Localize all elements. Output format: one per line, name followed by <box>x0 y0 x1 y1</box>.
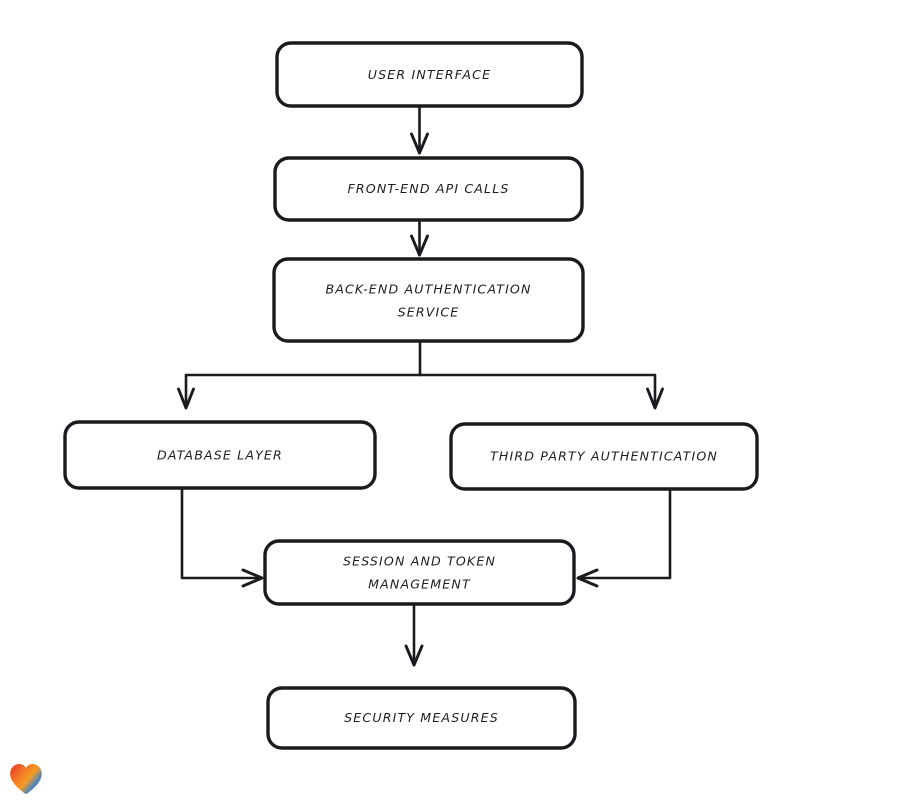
edge-thirdparty-to-session <box>576 487 672 588</box>
node-label-front-end-api-calls: FRONT-END API CALLS <box>347 181 509 196</box>
node-box-user-interface[interactable] <box>275 41 584 108</box>
node-label-third-party-auth: THIRD PARTY AUTHENTICATION <box>490 449 718 464</box>
node-box-back-end-auth-service[interactable] <box>272 257 585 343</box>
node-third-party-auth[interactable]: THIRD PARTY AUTHENTICATION <box>449 422 759 491</box>
node-front-end-api-calls[interactable]: FRONT-END API CALLS <box>273 156 584 222</box>
node-layer: USER INTERFACE FRONT-END API CALLS BACK-… <box>63 41 759 750</box>
node-label-session-token-mgmt-line2: MANAGEMENT <box>368 577 471 592</box>
node-box-third-party-auth[interactable] <box>449 422 759 491</box>
edge-backend-to-thirdparty <box>418 373 664 410</box>
node-label-back-end-auth-service-line2: SERVICE <box>398 305 460 320</box>
edge-layer <box>177 104 672 667</box>
edge-ui-to-api <box>410 104 429 155</box>
heart-icon <box>10 764 42 795</box>
edge-backend-to-database <box>177 339 422 410</box>
node-label-session-token-mgmt-line1: SESSION AND TOKEN <box>343 554 496 569</box>
node-user-interface[interactable]: USER INTERFACE <box>275 41 584 108</box>
node-label-security-measures: SECURITY MEASURES <box>344 710 499 725</box>
edge-api-to-backend <box>410 218 429 257</box>
edge-database-to-session <box>180 486 264 588</box>
node-box-front-end-api-calls[interactable] <box>273 156 584 222</box>
node-label-user-interface: USER INTERFACE <box>368 67 491 82</box>
node-session-token-mgmt[interactable]: SESSION AND TOKEN MANAGEMENT <box>263 539 576 606</box>
node-label-database-layer: DATABASE LAYER <box>157 448 283 463</box>
node-box-security-measures[interactable] <box>266 686 577 750</box>
node-database-layer[interactable]: DATABASE LAYER <box>63 420 377 490</box>
node-box-database-layer[interactable] <box>63 420 377 490</box>
node-label-back-end-auth-service-line1: BACK-END AUTHENTICATION <box>325 282 531 297</box>
node-security-measures[interactable]: SECURITY MEASURES <box>266 686 577 750</box>
node-box-session-token-mgmt[interactable] <box>263 539 576 606</box>
node-back-end-auth-service[interactable]: BACK-END AUTHENTICATION SERVICE <box>272 257 585 343</box>
edge-session-to-security <box>404 602 424 667</box>
